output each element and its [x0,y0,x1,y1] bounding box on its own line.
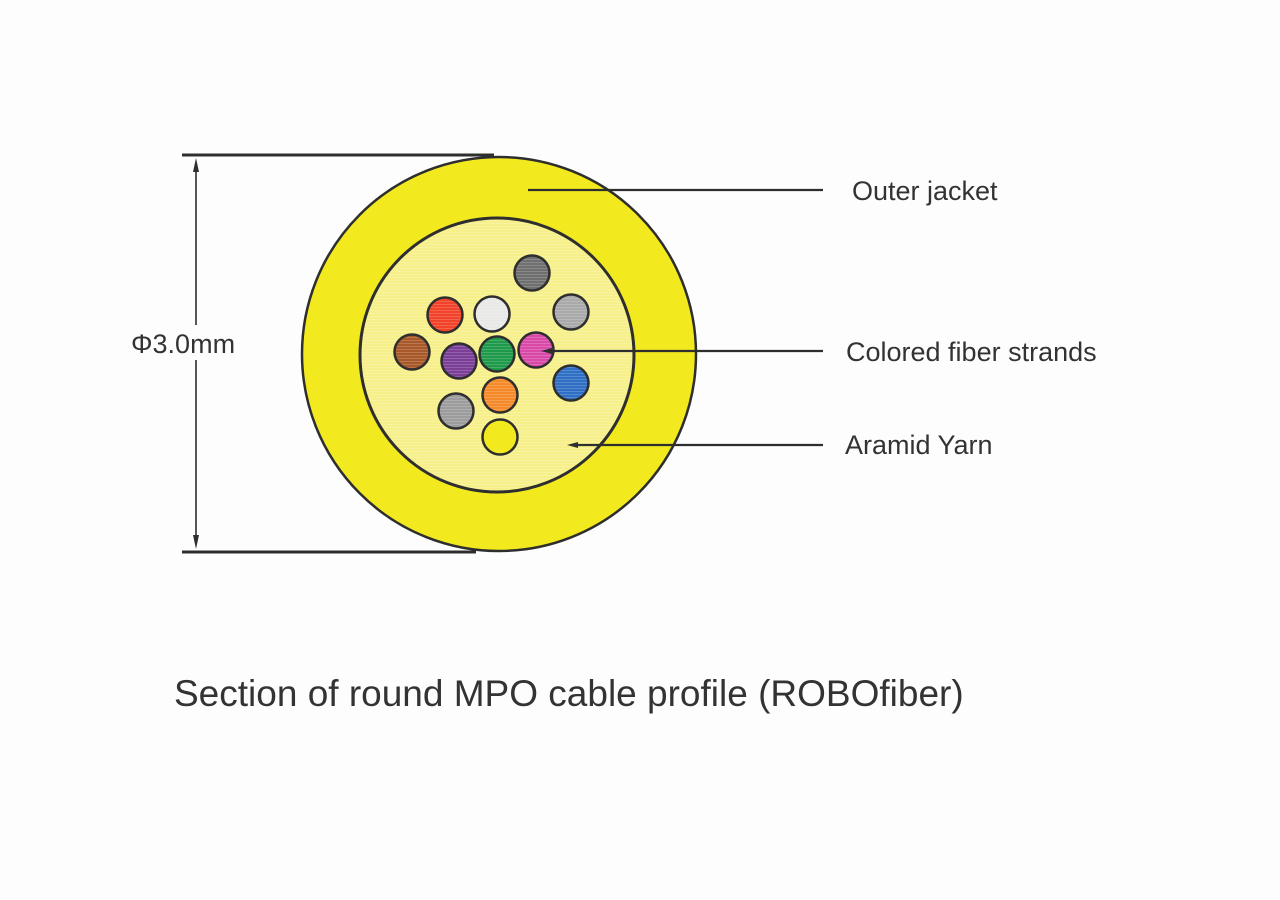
fiber-strand-texture [555,367,587,399]
fiber-strand-texture [481,338,513,370]
fiber-strand-texture [476,298,508,330]
fiber-strand-texture [443,345,475,377]
dimension-arrow-up [193,158,199,172]
fiber-strand-texture [516,257,548,289]
fiber-strand-texture [484,379,516,411]
fiber-strand-texture [440,395,472,427]
outer-jacket-label: Outer jacket [852,176,998,206]
fiber-strand-texture [396,336,428,368]
diagram-caption: Section of round MPO cable profile (ROBO… [174,673,964,714]
fiber-strand-texture [520,334,552,366]
fiber-strands-group [393,254,590,456]
diameter-label: Φ3.0mm [131,329,236,359]
aramid-yarn-label: Aramid Yarn [845,430,993,460]
leader-arrow-aramid-yarn [567,442,578,448]
fiber-strand-yellow [481,418,519,456]
colored-fiber-strands-label: Colored fiber strands [846,337,1097,367]
fiber-strand-texture [429,299,461,331]
leader-arrow-colored-fiber [541,348,552,354]
dimension-arrow-down [193,535,199,549]
fiber-strand-texture [555,296,587,328]
